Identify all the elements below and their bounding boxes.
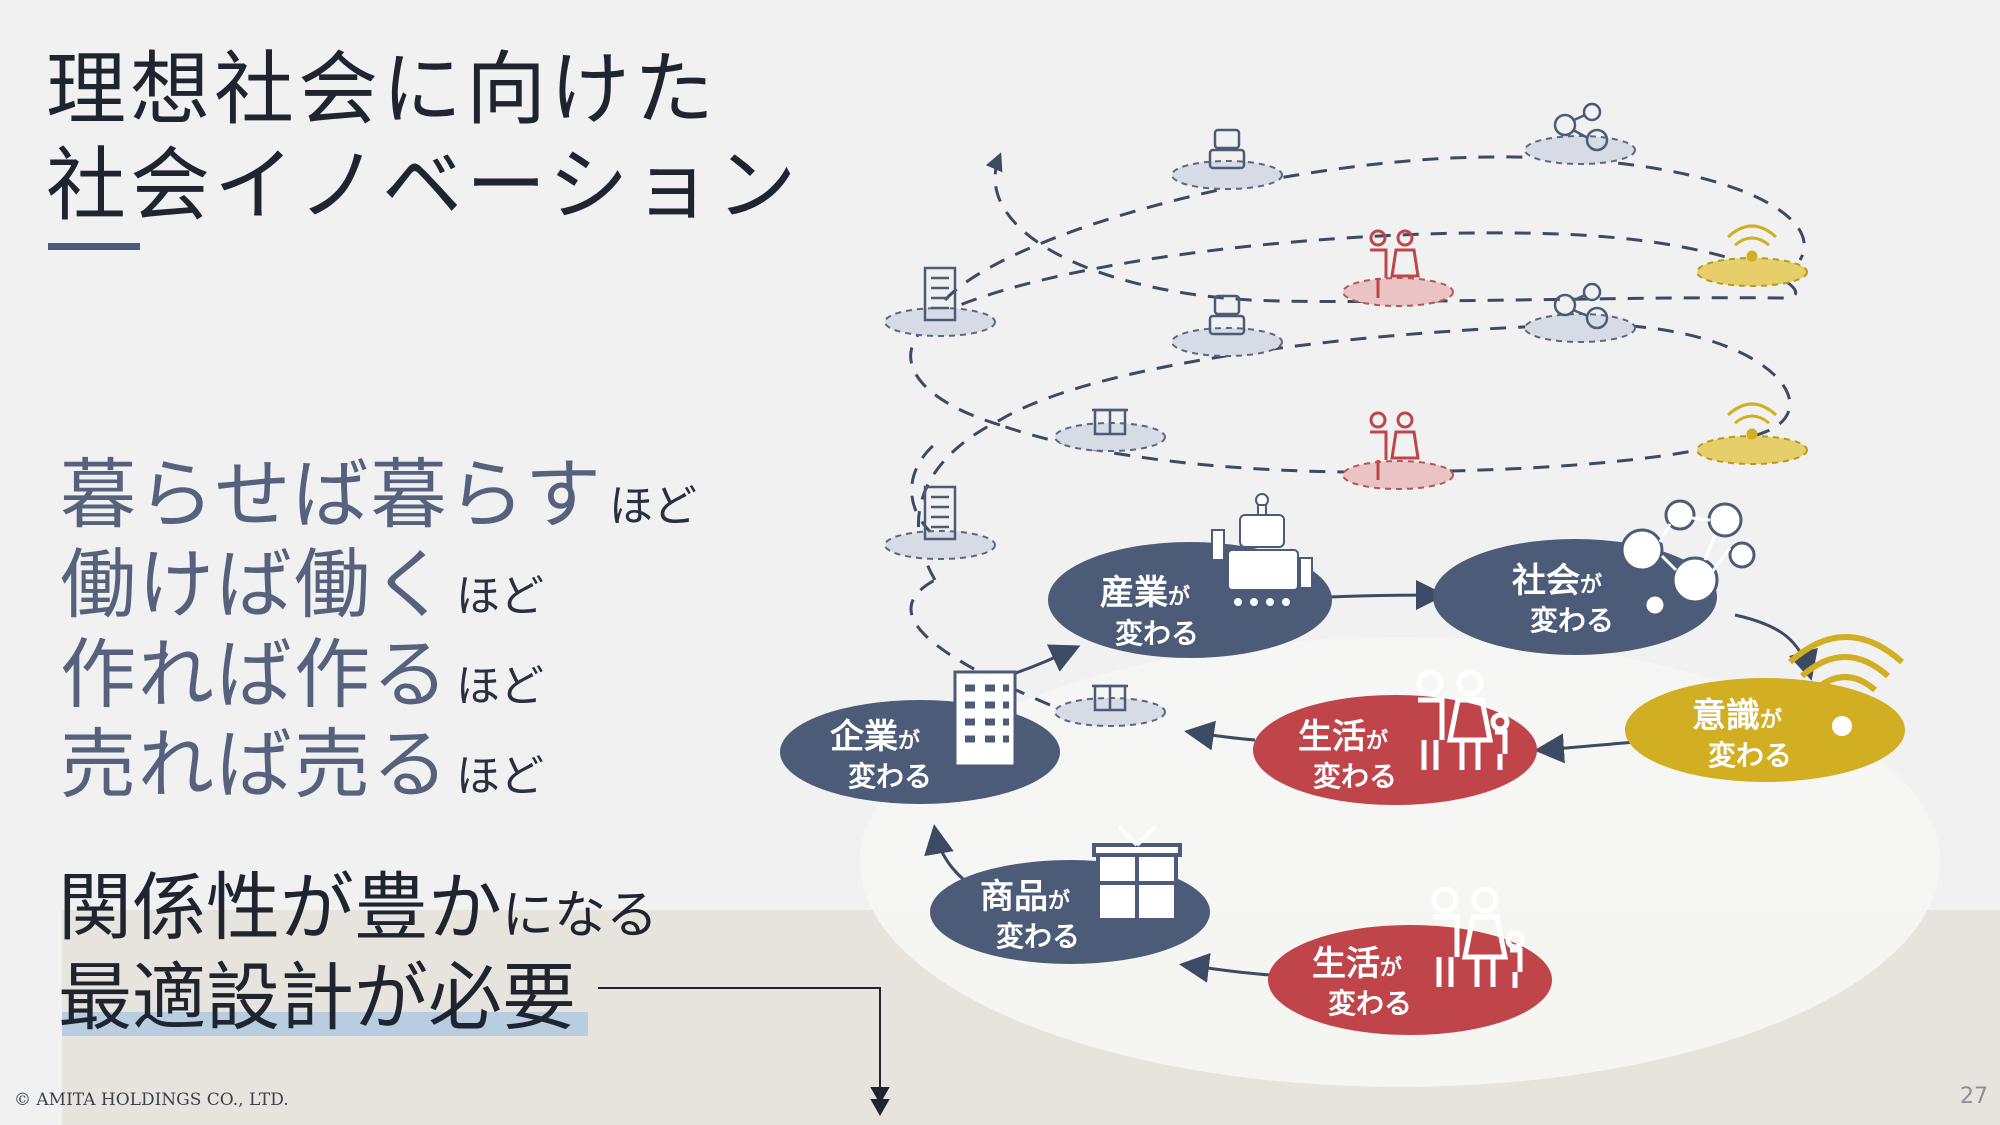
node-life-upper: 生活が 変わる (1253, 695, 1537, 805)
robot-icon-small (1208, 128, 1246, 336)
title-underline (48, 243, 140, 250)
node-company: 企業が 変わる (780, 700, 1060, 804)
title-line-2: 社会イノベーション (46, 139, 801, 232)
copyright: © AMITA HOLDINGS CO., LTD. (14, 1090, 289, 1110)
gift-icon (1092, 825, 1182, 922)
svg-text:変わる: 変わる (1708, 739, 1792, 772)
svg-text:変わる: 変わる (1115, 617, 1199, 650)
svg-text:社会が: 社会が (1512, 561, 1602, 601)
ghost-pads (884, 135, 1808, 727)
svg-text:商品が: 商品が (980, 877, 1070, 917)
page-title: 理想社会に向けた 社会イノベーション (46, 42, 800, 234)
svg-text:変わる: 変わる (996, 920, 1080, 953)
node-society: 社会が 変わる (1433, 539, 1717, 655)
gift-icon-small (1092, 408, 1128, 712)
svg-text:企業が: 企業が (830, 717, 920, 757)
building-icon-small (923, 266, 957, 541)
svg-text:変わる: 変わる (848, 760, 932, 793)
building-icon (953, 670, 1017, 768)
title-line-1: 理想社会に向けた (46, 43, 718, 136)
node-life-lower: 生活が 変わる (1268, 925, 1552, 1035)
relation-statement: 関係性が豊かになる (58, 865, 659, 951)
node-awareness: 意識が 変わる (1625, 678, 1905, 782)
network-icon-small (1553, 102, 1609, 330)
svg-text:生活が: 生活が (1298, 717, 1388, 757)
robot-icon (1211, 493, 1313, 615)
family-icon-small (1369, 229, 1420, 480)
page-number: 27 (1960, 1084, 1988, 1109)
phrase-item: 売れば売るほど (60, 720, 544, 809)
wifi-icon (1788, 634, 1904, 736)
svg-text:変わる: 変わる (1313, 760, 1397, 793)
phrase-item: 暮らせば暮らすほど (60, 450, 697, 539)
connector-line (598, 987, 890, 1117)
phrase-item: 働けば働くほど (60, 540, 544, 629)
svg-text:意識が: 意識が (1692, 696, 1782, 736)
wifi-icon-small (1726, 224, 1778, 440)
network-icon (1620, 499, 1756, 617)
need-highlight (62, 1012, 588, 1036)
family-icon-lower (1431, 886, 1525, 988)
svg-text:変わる: 変わる (1530, 604, 1614, 637)
family-icon (1416, 669, 1510, 770)
phrase-list: 暮らせば暮らすほど 働けば働くほど 作れば作るほど 売れば売るほど (60, 450, 697, 810)
need-statement: 最適設計が必要 (58, 955, 576, 1041)
phrase-item: 作れば作るほど (60, 630, 544, 719)
svg-text:変わる: 変わる (1328, 987, 1412, 1020)
svg-text:生活が: 生活が (1312, 944, 1402, 984)
svg-text:産業が: 産業が (1100, 573, 1190, 613)
